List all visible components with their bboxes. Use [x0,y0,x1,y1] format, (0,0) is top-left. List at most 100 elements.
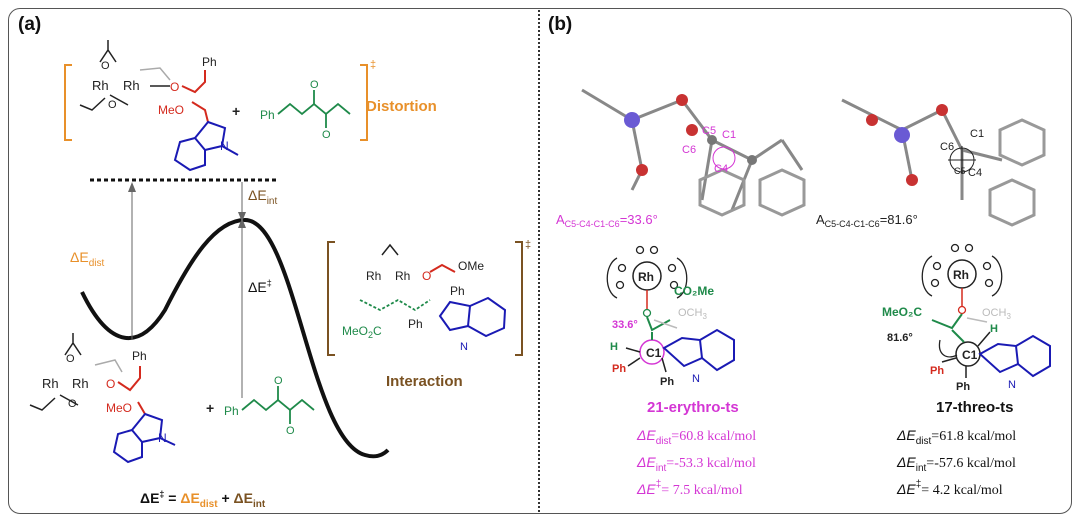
svg-text:Rh: Rh [42,376,59,391]
svg-text:MeO: MeO [106,401,132,415]
rh-catalyst-bottom: O Rh Rh O O Ph MeO [29,333,147,415]
delta-e-dagger-label: ΔE‡ [248,278,272,295]
rh-catalyst-top: O Rh Rh O [79,40,171,111]
svg-text:Ph: Ph [450,284,465,298]
erythro-energy-line: ΔE‡= 7.5 kcal/mol [636,479,743,498]
enone-bottom: Ph O O [224,375,315,437]
threo-atom-c1: C1 [970,128,984,140]
svg-text:Rh: Rh [638,270,654,284]
delta-e-int-label: ΔEint [248,187,277,207]
enone-top: Ph O O [260,79,351,141]
svg-text:Rh: Rh [72,376,89,391]
svg-text:N: N [692,373,700,385]
threo-atom-c4: C4 [968,167,982,179]
svg-text:O: O [310,79,319,91]
panel-a-label: (a) [18,14,42,35]
svg-text:Ph: Ph [408,317,423,331]
plus-top: + [232,103,240,119]
distortion-bracket [64,64,368,141]
equation: ΔE‡ = ΔEdist + ΔEint [140,489,266,510]
threo-newman-angle: 81.6° [887,332,913,344]
threo-och3: OCH3 [982,307,1011,321]
svg-text:O: O [106,377,115,391]
threo-newman-projection: Rh C1 H Ph Ph N [921,243,1051,393]
plus-bottom: + [206,400,214,416]
interaction-ts-structure: Rh Rh O OMe Ph MeO2C Ph N [342,243,507,353]
arrow-dagger [238,218,246,398]
svg-text:O: O [68,398,77,410]
svg-text:H: H [990,323,998,335]
threo-name: 17-threo-ts [936,399,1014,416]
svg-text:O: O [286,425,295,437]
threo-energy-line: ΔEdist=61.8 kcal/mol [896,427,1016,447]
indole-bottom [112,412,176,464]
erythro-energy-line: ΔEdist=60.8 kcal/mol [636,427,756,447]
svg-text:N: N [460,341,468,353]
arrow-dist [128,182,136,340]
threo-dihedral: AC5-C4-C1-C6=81.6° [816,212,918,229]
erythro-och3: OCH3 [678,307,707,321]
svg-text:O: O [322,129,331,141]
svg-text:Rh: Rh [92,78,109,93]
threo-meo2c: MeO₂C [882,305,922,319]
interaction-dagger: ‡ [525,239,531,251]
distortion-label: Distortion [366,98,437,115]
threo-atom-c6: C6 [940,141,954,153]
erythro-atom-c6: C6 [682,144,696,156]
svg-text:O: O [101,60,110,72]
svg-text:O: O [108,99,117,111]
svg-text:H: H [610,341,618,353]
delta-e-dist-label: ΔEdist [70,249,104,269]
indole-n-top: N [220,139,229,153]
erythro-atom-c4: C4 [714,163,728,175]
panel-b-diagram: C5 C1 C6 C4 AC5-C4-C1-C6=33.6° C6 C1 C5 … [556,88,1051,498]
svg-text:OMe: OMe [458,259,484,273]
svg-text:N: N [1008,379,1016,391]
erythro-co2me: CO₂Me [674,284,714,298]
svg-text:Ph: Ph [260,108,275,122]
erythro-newman-projection: Rh C1 H Ph Ph N [606,245,735,388]
svg-text:MeO: MeO [158,103,184,117]
erythro-dihedral: AC5-C4-C1-C6=33.6° [556,212,658,229]
threo-3d-structure [841,98,1046,227]
panel-divider [538,10,540,512]
svg-text:O: O [274,375,283,387]
erythro-atom-c5: C5 [702,125,716,137]
svg-text:Rh: Rh [366,269,381,283]
svg-text:O: O [170,80,179,94]
svg-text:C1: C1 [646,346,662,360]
interaction-label: Interaction [386,373,463,390]
erythro-atom-c1: C1 [722,129,736,141]
threo-atom-c5: C5 [954,166,966,176]
svg-text:Ph: Ph [930,365,944,377]
svg-text:Rh: Rh [123,78,140,93]
svg-text:Rh: Rh [953,268,969,282]
arrow-int [238,182,246,222]
svg-text:Rh: Rh [395,269,410,283]
panel-b-label: (b) [548,14,573,35]
svg-text:O: O [422,269,431,283]
erythro-name: 21-erythro-ts [647,399,739,416]
erythro-energy-line: ΔEint=-53.3 kcal/mol [636,454,756,474]
svg-text:Ph: Ph [956,381,970,393]
svg-text:Ph: Ph [612,363,626,375]
svg-text:MeO2C: MeO2C [342,324,382,340]
svg-text:Ph: Ph [202,55,217,69]
interaction-bracket [327,241,523,356]
erythro-3d-structure [581,88,806,217]
svg-text:Ph: Ph [660,376,674,388]
figure-frame [8,8,1072,514]
distortion-dagger: ‡ [370,59,376,71]
erythro-newman-angle: 33.6° [612,319,638,331]
indole-top [173,120,239,172]
carbenoid-fragment: O Ph MeO [158,55,217,123]
energy-profile-curve [80,217,390,459]
threo-energy-line: ΔE‡= 4.2 kcal/mol [896,479,1003,498]
indole-n-bottom: N [158,431,167,445]
svg-text:Ph: Ph [132,349,147,363]
threo-energy-line: ΔEint=-57.6 kcal/mol [896,454,1016,474]
svg-text:O: O [66,353,75,365]
svg-text:Ph: Ph [224,404,239,418]
